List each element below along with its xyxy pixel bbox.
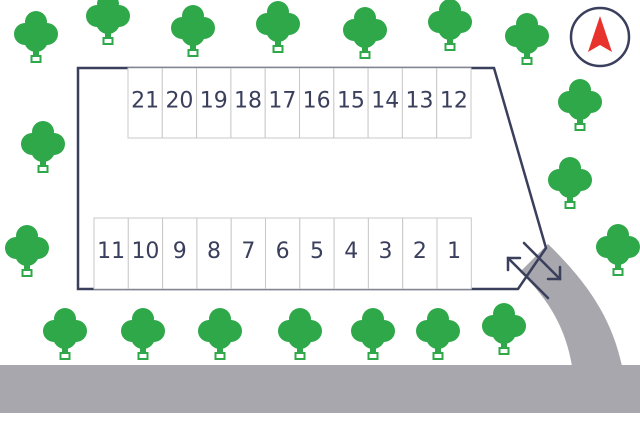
parking-stall-10: 10 [127,217,164,290]
tree-icon [481,302,527,355]
two-way-arrow-icon [506,241,562,300]
parking-stall-21: 21 [127,67,163,139]
parking-stall-9: 9 [162,217,198,290]
parking-stall-17: 17 [264,67,301,139]
tree-icon [170,4,216,57]
trees [4,0,640,360]
tree-icon [557,78,603,131]
stall-number: 17 [268,89,296,114]
tree-icon [415,307,461,360]
tree-icon [13,10,59,63]
stall-number: 13 [406,89,434,114]
stall-number: 3 [379,239,393,264]
parking-stall-18: 18 [230,67,266,139]
stall-number: 5 [310,239,324,264]
stall-number: 18 [234,89,262,114]
stall-number: 14 [371,89,399,114]
stall-number: 10 [131,239,159,264]
tree-icon [255,0,301,53]
tree-icon [277,307,323,360]
tree-icon [595,223,640,276]
parking-stall-13: 13 [401,67,438,139]
parking-stall-4: 4 [333,217,369,290]
tree-icon [547,156,593,209]
parking-stall-1: 1 [436,217,472,290]
tree-icon [85,0,131,45]
parking-stall-14: 14 [367,67,403,139]
tree-icon [342,6,388,59]
stall-number: 21 [131,89,159,114]
tree-icon [350,307,396,360]
parking-stall-15: 15 [333,67,369,139]
parking-stall-12: 12 [436,67,472,139]
stall-number: 20 [165,89,193,114]
road [0,244,640,413]
parking-stall-16: 16 [299,67,335,139]
stall-number: 4 [344,239,358,264]
parking-stall-11: 11 [93,217,129,290]
stall-number: 2 [413,239,427,264]
stall-number: 9 [173,239,187,264]
stall-number: 7 [241,239,255,264]
stall-number: 8 [207,239,221,264]
tree-icon [427,0,473,51]
parking-stall-7: 7 [230,217,266,290]
parking-stall-20: 20 [161,67,198,139]
tree-icon [20,120,66,173]
stall-number: 6 [276,239,290,264]
parking-stall-3: 3 [367,217,404,290]
stall-number: 11 [97,239,125,264]
parking-stall-5: 5 [299,217,335,290]
parking-stall-2: 2 [402,217,438,290]
tree-icon [42,307,88,360]
stall-number: 15 [337,89,365,114]
stall-number: 1 [447,239,461,264]
stall-number: 16 [303,89,331,114]
tree-icon [197,307,243,360]
tree-icon [120,307,166,360]
stall-number: 19 [200,89,228,114]
tree-icon [504,12,550,65]
parking-stall-6: 6 [265,217,301,290]
north-arrow-icon [569,6,631,68]
parking-stall-19: 19 [196,67,232,139]
tree-icon [4,224,50,277]
parking-stall-8: 8 [196,217,232,290]
stall-number: 12 [440,89,468,114]
